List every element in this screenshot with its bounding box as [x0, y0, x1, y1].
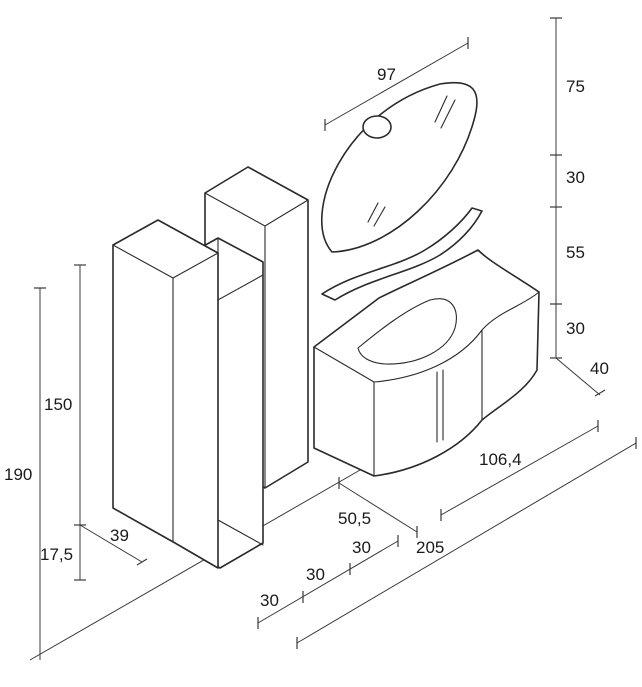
dim-module-b: 30 [306, 565, 325, 584]
dim-module-a: 30 [260, 591, 279, 610]
oval-mirror [321, 81, 478, 253]
dim-vanity-width: 106,4 [479, 450, 522, 469]
dim-plinth-height: 17,5 [40, 545, 73, 564]
dim-height-gap-upper: 30 [566, 168, 585, 187]
dim-height-shelf: 55 [566, 243, 585, 262]
wave-glass-shelf [321, 207, 483, 301]
dim-cabinet-depth: 40 [590, 359, 609, 378]
dim-column-depth: 39 [110, 526, 129, 545]
dimension-labels: 97 75 30 55 30 40 106,4 50,5 205 30 30 3… [4, 65, 609, 610]
dim-module-c: 30 [352, 538, 371, 557]
dim-mirror-width: 97 [377, 65, 396, 84]
dim-vanity-depth: 50,5 [338, 509, 371, 528]
mirror-lamp [362, 115, 392, 139]
vanity-washbasin [313, 249, 540, 477]
dim-total-height: 190 [4, 465, 32, 484]
dim-total-width: 205 [416, 538, 444, 557]
dim-height-mirror: 75 [566, 77, 585, 96]
dim-height-gap-lower: 30 [566, 319, 585, 338]
dimension-lines [29, 17, 637, 661]
dim-column-height: 150 [44, 395, 72, 414]
closed-column-cabinet [112, 219, 219, 569]
